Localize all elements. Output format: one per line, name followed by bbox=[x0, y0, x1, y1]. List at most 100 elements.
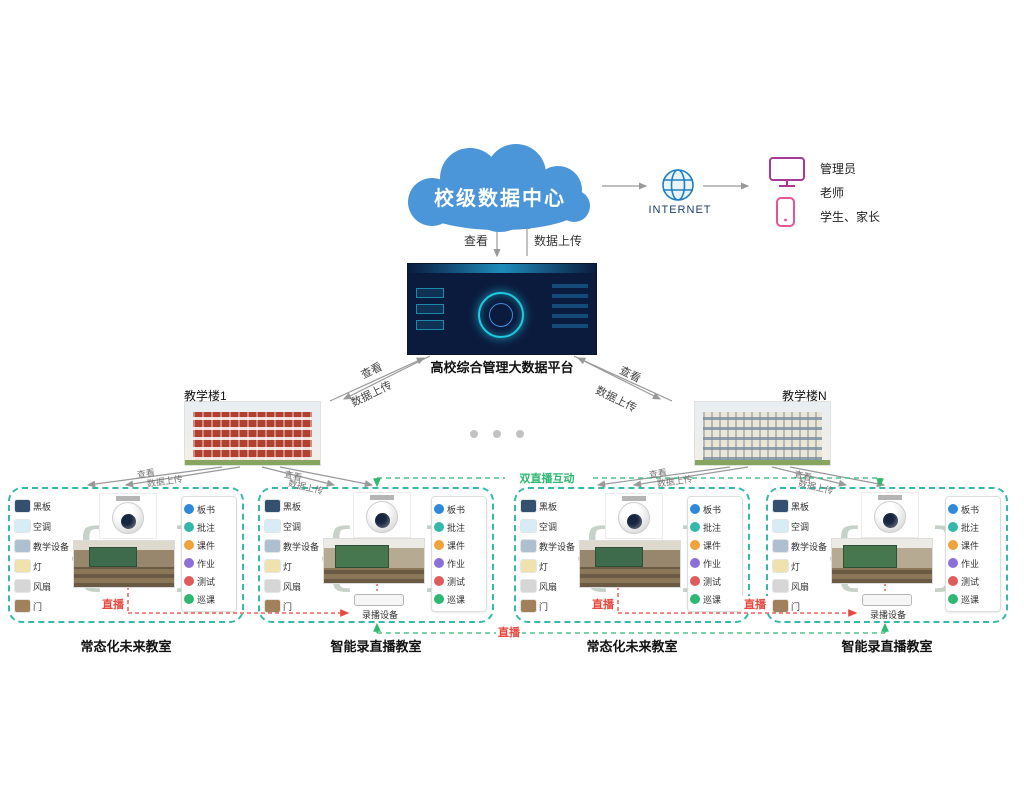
function-item: 作业 bbox=[690, 554, 740, 572]
device-item: 教学设备 bbox=[521, 536, 577, 556]
patrol-icon bbox=[690, 594, 700, 604]
function-label: 板书 bbox=[961, 504, 980, 515]
function-label: 课件 bbox=[197, 540, 216, 551]
door-icon bbox=[773, 600, 788, 612]
homework-icon bbox=[948, 558, 958, 568]
device-item: 灯 bbox=[773, 556, 829, 576]
device-label: 灯 bbox=[791, 561, 801, 572]
blackboard-icon bbox=[521, 500, 536, 512]
data-center-cloud: 校级数据中心 bbox=[396, 142, 604, 234]
device-item: 门 bbox=[521, 596, 577, 616]
photo-ceiling bbox=[832, 539, 932, 548]
platform-label: 高校综合管理大数据平台 bbox=[430, 360, 574, 375]
buildingN-label: 教学楼N bbox=[782, 389, 827, 403]
test-icon bbox=[184, 576, 194, 586]
function-label: 课件 bbox=[447, 540, 466, 551]
annotation-icon bbox=[184, 522, 194, 532]
device-item: 门 bbox=[15, 596, 71, 616]
device-item: 风扇 bbox=[15, 576, 71, 596]
function-label: 批注 bbox=[197, 522, 216, 533]
writing-icon bbox=[434, 504, 444, 514]
function-label: 作业 bbox=[961, 558, 980, 569]
function-label: 作业 bbox=[447, 558, 466, 569]
function-label: 巡课 bbox=[703, 594, 722, 605]
device-label: 门 bbox=[539, 601, 549, 612]
device-item: 风扇 bbox=[773, 576, 829, 596]
building-facade bbox=[193, 412, 312, 460]
building-facade bbox=[703, 412, 822, 460]
device-item: 空调 bbox=[15, 516, 71, 536]
building-ground bbox=[185, 460, 320, 465]
function-item: 作业 bbox=[948, 554, 998, 572]
device-item: 黑板 bbox=[521, 496, 577, 516]
device-item: 空调 bbox=[773, 516, 829, 536]
device-item: 教学设备 bbox=[773, 536, 829, 556]
function-label: 测试 bbox=[197, 576, 216, 587]
function-label: 巡课 bbox=[961, 594, 980, 605]
device-list: 黑板空调教学设备灯风扇门 bbox=[773, 496, 829, 616]
function-label: 巡课 bbox=[197, 594, 216, 605]
dashboard-bar bbox=[552, 324, 588, 328]
function-item: 板书 bbox=[948, 500, 998, 518]
dashboard-bar bbox=[552, 314, 588, 318]
annotation-icon bbox=[948, 522, 958, 532]
live-label: 直播 bbox=[742, 596, 768, 612]
platform-dashboard-screenshot bbox=[408, 264, 596, 354]
function-label: 作业 bbox=[703, 558, 722, 569]
teaching-device-icon bbox=[773, 540, 788, 552]
function-label: 课件 bbox=[703, 540, 722, 551]
device-label: 空调 bbox=[283, 521, 302, 532]
photo-desks bbox=[580, 566, 680, 587]
cluster1-label: 常态化未来教室 bbox=[80, 639, 172, 654]
function-item: 课件 bbox=[184, 536, 234, 554]
air-conditioner-icon bbox=[15, 520, 30, 532]
blackboard-icon bbox=[15, 500, 30, 512]
air-conditioner-icon bbox=[265, 520, 280, 532]
upload-label: 数据上传 bbox=[534, 234, 583, 248]
device-label: 灯 bbox=[283, 561, 293, 572]
live-label: 直播 bbox=[496, 624, 522, 640]
function-item: 批注 bbox=[690, 518, 740, 536]
device-label: 空调 bbox=[539, 521, 558, 532]
photo-desks bbox=[832, 568, 932, 583]
device-item: 教学设备 bbox=[265, 536, 321, 556]
device-item: 风扇 bbox=[521, 576, 577, 596]
user-teacher-label: 老师 bbox=[820, 186, 845, 200]
classroom-photo bbox=[74, 541, 174, 587]
device-list: 黑板空调教学设备灯风扇门 bbox=[15, 496, 71, 616]
function-item: 板书 bbox=[434, 500, 484, 518]
test-icon bbox=[948, 576, 958, 586]
classroom-photo bbox=[324, 539, 424, 583]
courseware-icon bbox=[690, 540, 700, 550]
photo-blackboard bbox=[90, 548, 136, 566]
cluster3-label: 常态化未来教室 bbox=[586, 639, 678, 654]
device-label: 教学设备 bbox=[539, 541, 576, 552]
function-label: 测试 bbox=[703, 576, 722, 587]
device-item: 黑板 bbox=[15, 496, 71, 516]
cluster2-label: 智能录直播教室 bbox=[330, 639, 422, 654]
device-label: 灯 bbox=[539, 561, 549, 572]
air-conditioner-icon bbox=[773, 520, 788, 532]
function-item: 课件 bbox=[948, 536, 998, 554]
device-item: 门 bbox=[265, 596, 321, 616]
device-label: 教学设备 bbox=[33, 541, 70, 552]
device-item: 门 bbox=[773, 596, 829, 616]
classroom-photo bbox=[580, 541, 680, 587]
device-label: 黑板 bbox=[539, 501, 558, 512]
function-item: 测试 bbox=[690, 572, 740, 590]
dashboard-bar bbox=[552, 294, 588, 298]
function-label: 板书 bbox=[447, 504, 466, 515]
device-label: 灯 bbox=[33, 561, 43, 572]
photo-greenboard bbox=[844, 546, 896, 568]
photo-desks bbox=[324, 568, 424, 583]
monitor-icon bbox=[769, 157, 805, 187]
device-label: 空调 bbox=[791, 521, 810, 532]
homework-icon bbox=[434, 558, 444, 568]
camera-mount bbox=[878, 495, 902, 500]
light-icon bbox=[521, 560, 536, 572]
patrol-icon bbox=[184, 594, 194, 604]
teaching-device-icon bbox=[15, 540, 30, 552]
dome-camera-photo bbox=[354, 493, 410, 537]
function-label: 板书 bbox=[703, 504, 722, 515]
